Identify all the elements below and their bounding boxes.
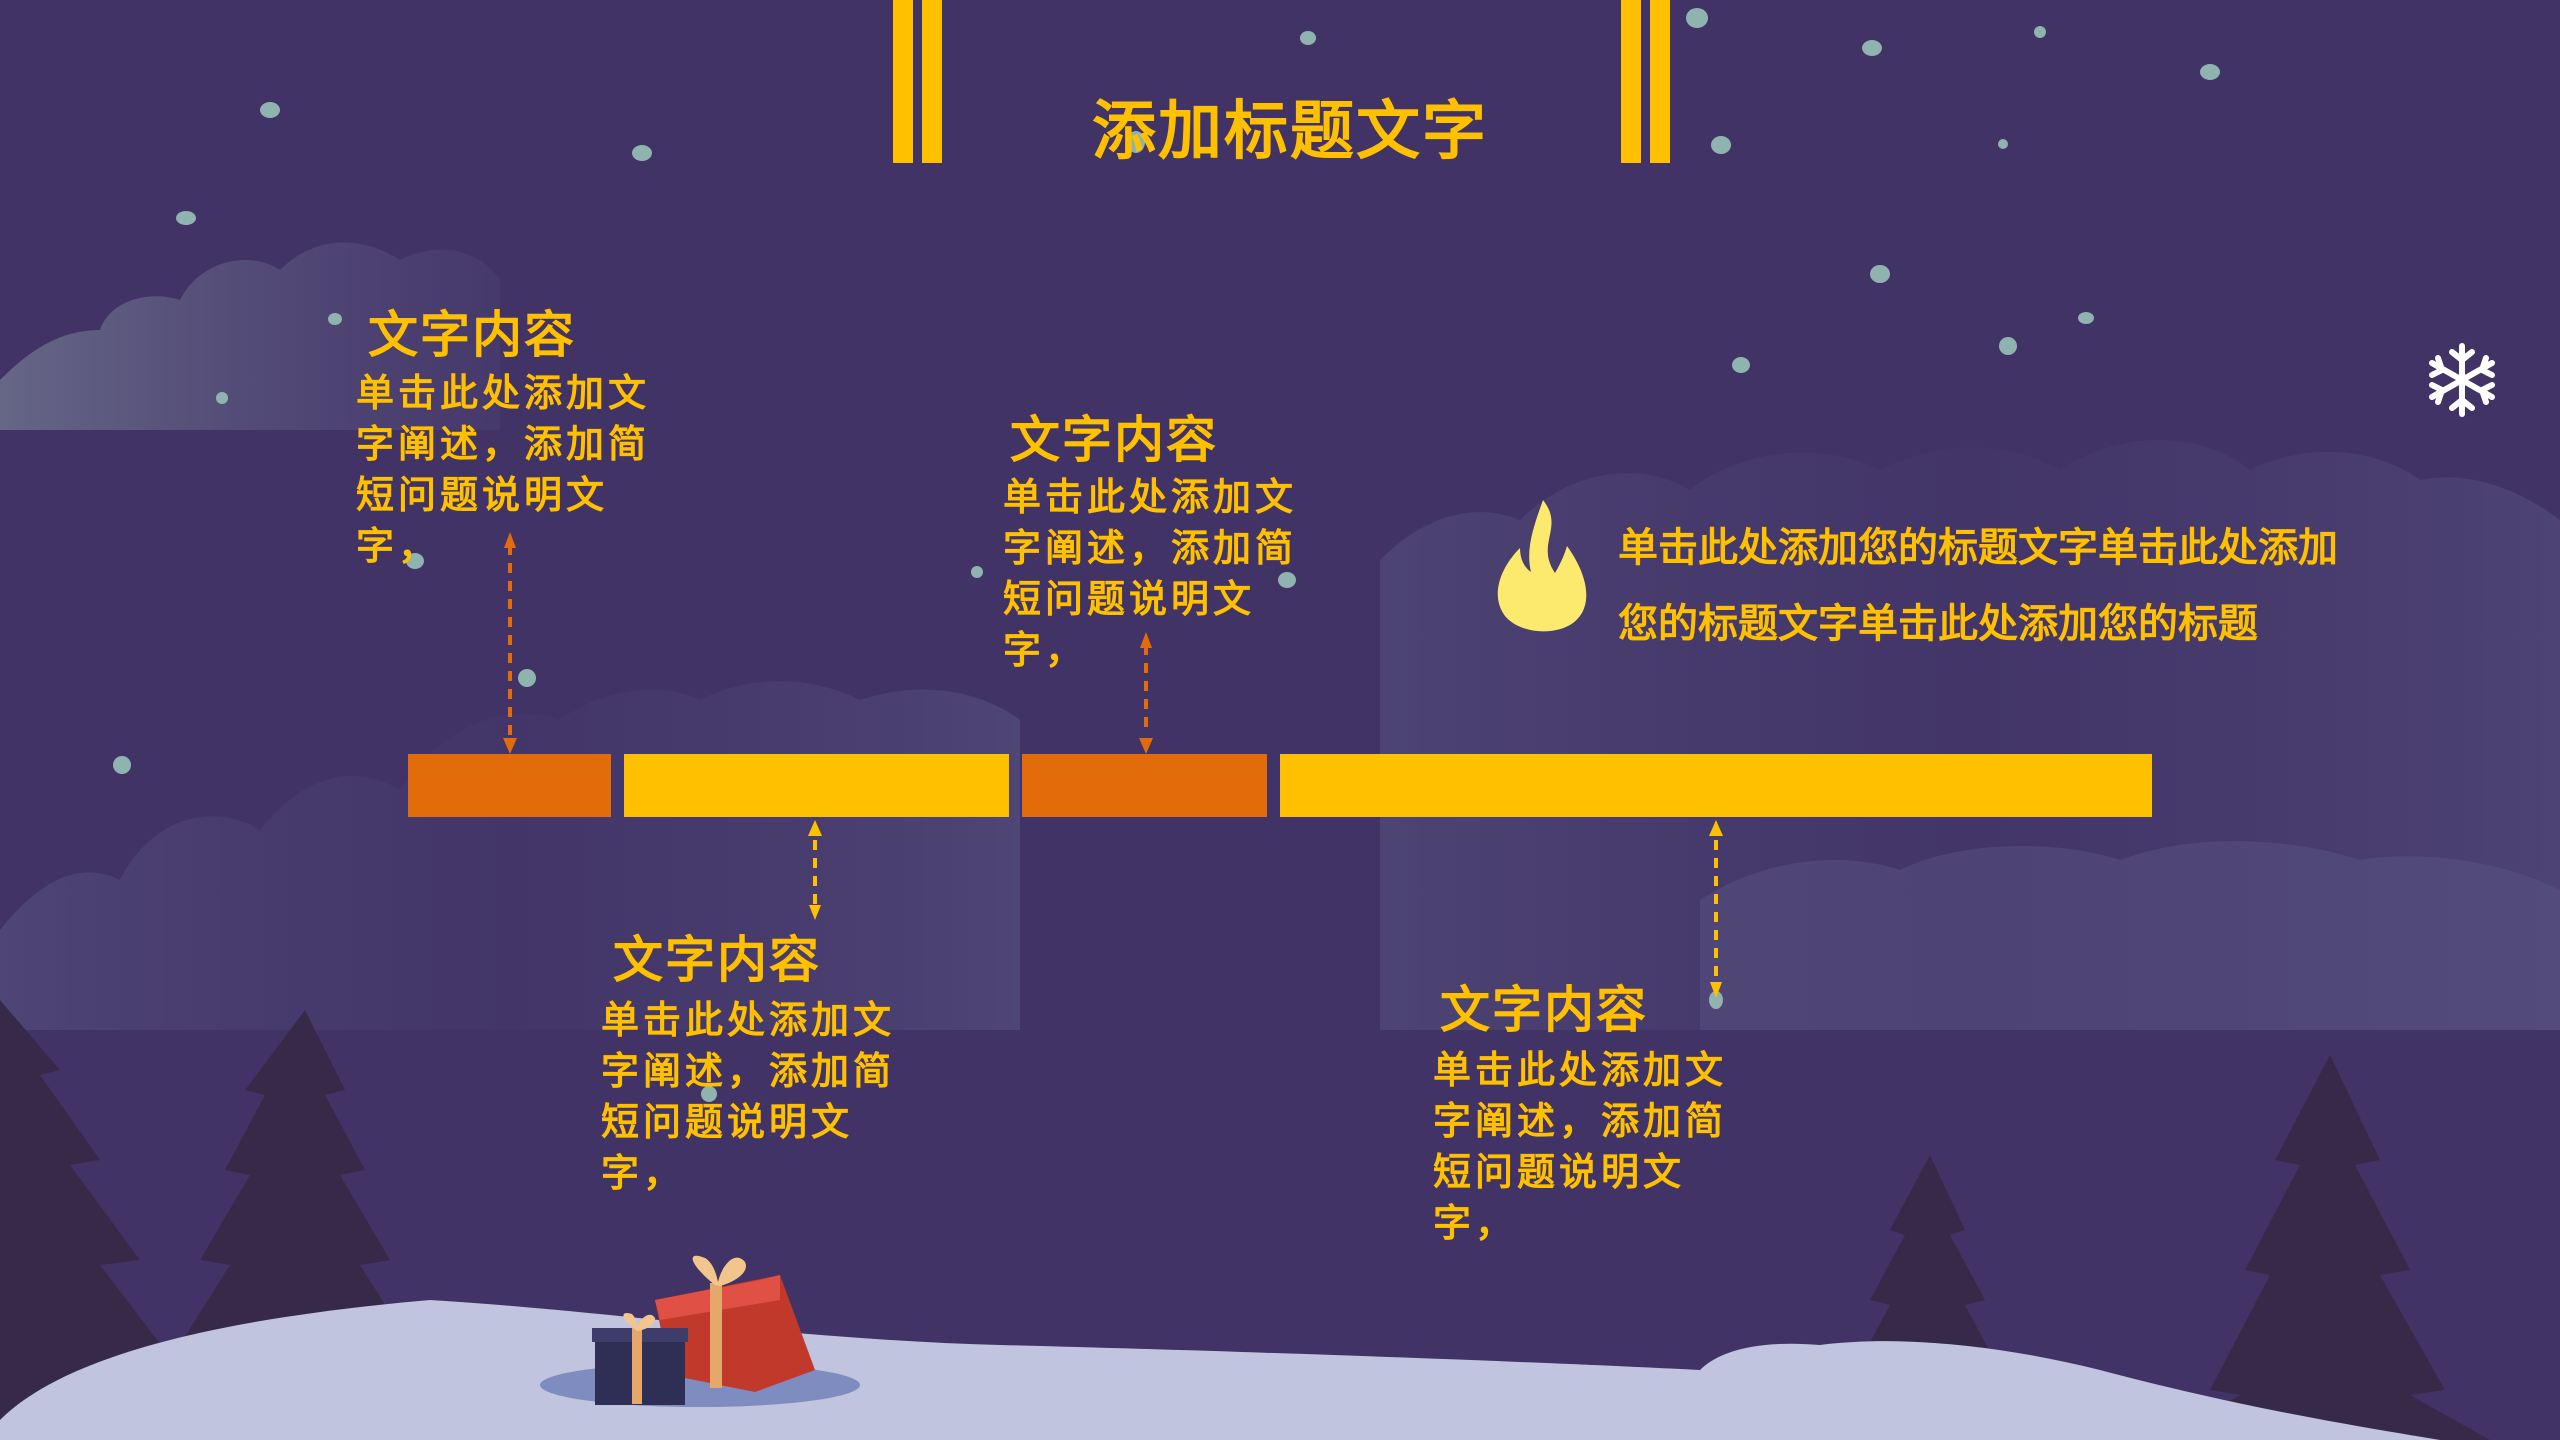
- gift-navy: [592, 1312, 688, 1405]
- slide-title[interactable]: 添加标题文字: [1092, 95, 1488, 169]
- card-2-title[interactable]: 文字内容: [613, 931, 821, 989]
- cloud-right-low: [1700, 841, 2560, 1030]
- card-1-title[interactable]: 文字内容: [368, 306, 576, 364]
- title-bar-right-2: [1650, 0, 1670, 163]
- tree-left-1: [0, 1000, 180, 1440]
- timeline-segment-4[interactable]: [1280, 754, 2152, 817]
- card-4-body[interactable]: 单击此处添加文字阐述，添加简短问题说明文字，: [1433, 1048, 1728, 1245]
- card-2-body[interactable]: 单击此处添加文字阐述，添加简短问题说明文字，: [601, 998, 896, 1195]
- gift-red: [655, 1255, 815, 1392]
- note-text[interactable]: 单击此处添加您的标题文字单击此处添加您的标题文字单击此处添加您的标题: [1618, 525, 2338, 647]
- card-3-title[interactable]: 文字内容: [1010, 411, 1218, 469]
- title-bar-right-1: [1621, 0, 1641, 163]
- tree-right-2: [2160, 1055, 2490, 1440]
- flame-icon: [1495, 498, 1595, 633]
- cloud-right: [1380, 440, 2560, 1030]
- snowflake-icon: [2422, 340, 2502, 420]
- card-3-body[interactable]: 单击此处添加文字阐述，添加简短问题说明文字，: [1003, 475, 1298, 672]
- timeline-segment-3[interactable]: [1022, 754, 1267, 817]
- card-4-title[interactable]: 文字内容: [1440, 981, 1648, 1039]
- timeline-segment-1[interactable]: [408, 754, 611, 817]
- card-1-body[interactable]: 单击此处添加文字阐述，添加简短问题说明文字，: [356, 371, 651, 568]
- title-bar-left-2: [922, 0, 942, 163]
- snow-ground: [0, 1300, 2440, 1440]
- cloud-top-left: [0, 242, 500, 430]
- timeline-segment-2[interactable]: [624, 754, 1009, 817]
- cloud-band: [0, 681, 1020, 1030]
- title-bar-left-1: [893, 0, 913, 163]
